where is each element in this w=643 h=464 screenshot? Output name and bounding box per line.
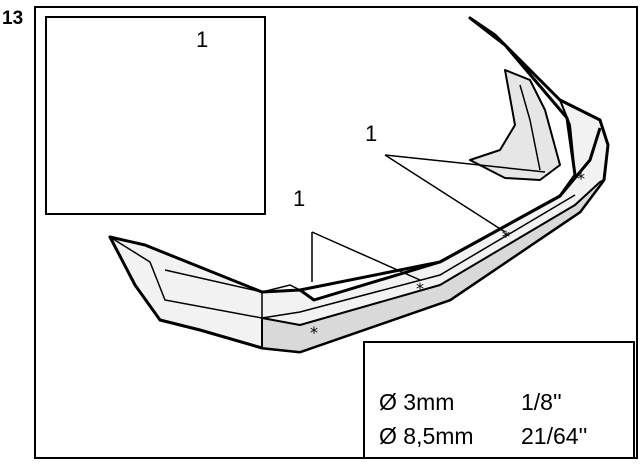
hole-mark: * * * *	[310, 169, 585, 342]
step-number: 13	[2, 8, 24, 29]
bumper-left-end	[109, 236, 263, 319]
svg-text:*: *	[310, 323, 318, 342]
hole-detail-inset	[45, 16, 266, 215]
spec-imperial: 1/8''	[521, 389, 562, 415]
bumper-upper-edge	[299, 127, 602, 292]
spec-imperial: 21/64''	[521, 423, 588, 449]
illustration-frame	[34, 6, 638, 459]
callout-upper: 1	[365, 121, 378, 146]
bumper-strip	[261, 179, 605, 353]
bumper-right-bracket	[469, 69, 561, 181]
spec-row: Ø 8,5mm 21/64''	[379, 423, 587, 450]
inset-callout: 1	[196, 27, 209, 52]
bumper-left-recess	[164, 269, 301, 293]
svg-text:*: *	[502, 227, 510, 246]
spec-diameter: Ø 8,5mm	[379, 423, 474, 449]
callout-lower: 1	[293, 186, 306, 211]
spec-diameter: Ø 3mm	[379, 389, 455, 415]
drill-spec-box: Ø 3mm 1/8'' Ø 8,5mm 21/64''	[363, 341, 635, 459]
svg-text:*: *	[416, 279, 424, 298]
bumper-crease	[261, 194, 576, 319]
svg-text:*: *	[577, 169, 585, 188]
leader-lines	[311, 154, 546, 282]
bumper-right-rim	[559, 99, 576, 176]
bumper-right-inner	[519, 84, 541, 171]
spec-row: Ø 3mm 1/8''	[379, 389, 562, 416]
